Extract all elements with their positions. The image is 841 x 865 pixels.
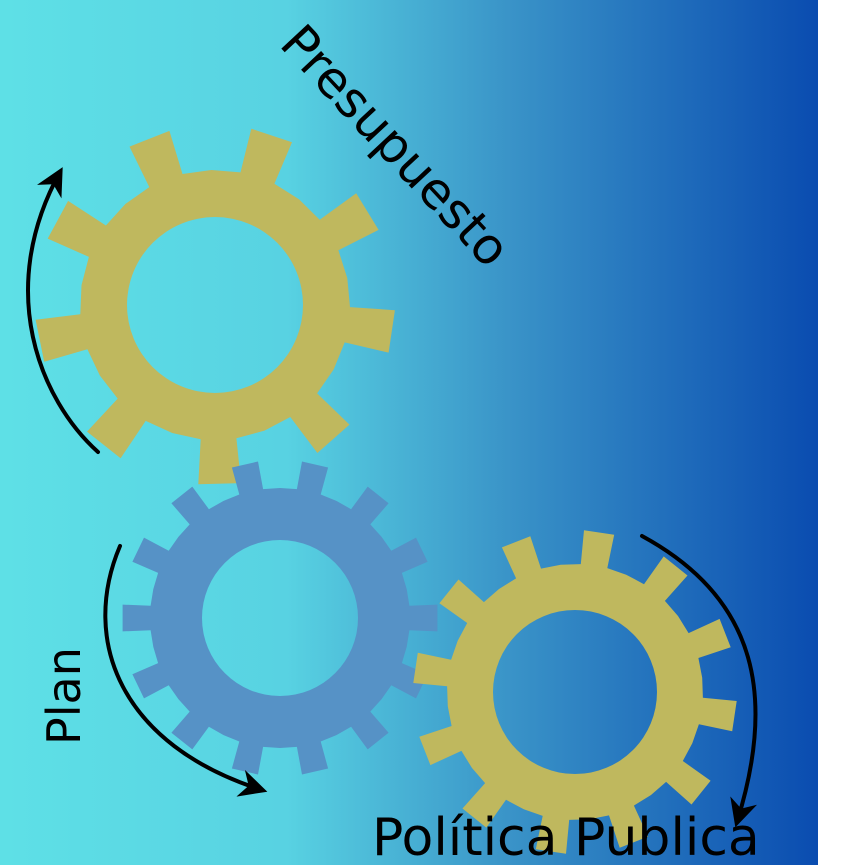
middle-gear-rotation-arrow-icon [103, 544, 268, 797]
gear-body [413, 530, 737, 854]
top-gear-icon [35, 128, 395, 485]
top-gear-rotation-arrow-icon [26, 167, 100, 454]
gear-body [35, 128, 395, 485]
politica-publica-label: Política Publica [372, 808, 760, 865]
bottom-gear-rotation-arrow-icon [640, 534, 758, 828]
bottom-gear-icon [413, 530, 737, 854]
plan-label: Plan [37, 647, 91, 745]
gear-body [122, 461, 438, 775]
middle-gear-icon [122, 461, 438, 775]
